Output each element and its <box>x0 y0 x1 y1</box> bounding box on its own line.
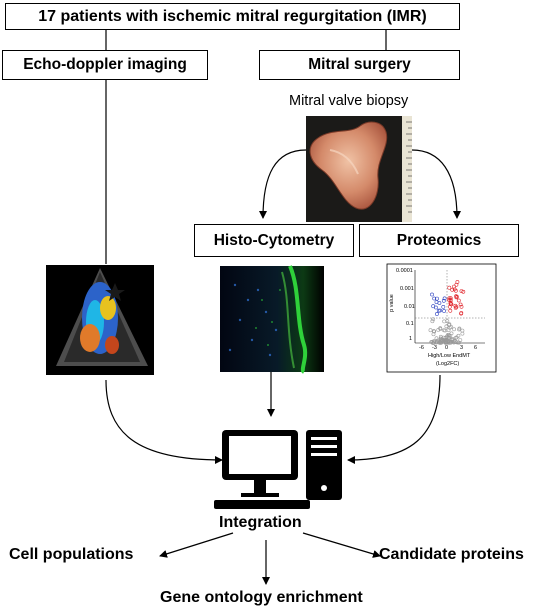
volcano-point <box>441 304 446 309</box>
volcano-point <box>448 308 453 313</box>
volcano-point <box>457 327 462 332</box>
output-candidate-proteins: Candidate proteins <box>379 546 524 563</box>
diagram-title: 17 patients with ischemic mitral regurgi… <box>38 7 427 25</box>
proteomics-label: Proteomics <box>396 231 482 249</box>
volcano-point <box>454 294 459 299</box>
echo-label: Echo-doppler imaging <box>23 56 187 73</box>
volcano-point <box>459 289 464 294</box>
volcano-point <box>432 329 437 334</box>
volcano-point <box>431 317 436 322</box>
volcano-point <box>446 333 451 338</box>
output-gene-ontology: Gene ontology enrichment <box>160 589 363 606</box>
arrow-to-proteins <box>302 532 381 558</box>
volcano-point <box>435 296 439 301</box>
volcano-point <box>452 327 457 332</box>
volcano-point <box>438 326 443 331</box>
volcano-plot <box>386 263 497 373</box>
volcano-point <box>450 337 455 342</box>
volcano-xtick-2: 0 <box>445 345 449 351</box>
volcano-point <box>447 296 452 301</box>
volcano-point <box>449 331 454 336</box>
volcano-point <box>430 319 435 324</box>
volcano-point <box>442 309 447 313</box>
volcano-point <box>456 298 461 303</box>
volcano-point <box>456 333 461 338</box>
volcano-point <box>453 288 458 293</box>
volcano-point <box>434 300 439 305</box>
volcano-point <box>453 305 458 310</box>
volcano-point <box>446 322 451 327</box>
volcano-ytick-1: 0.001 <box>400 286 414 292</box>
volcano-point <box>443 328 448 333</box>
volcano-point <box>461 289 466 294</box>
volcano-xtick-0: -6 <box>419 345 424 351</box>
volcano-point <box>434 312 439 316</box>
valve-photo <box>306 116 412 222</box>
volcano-yaxis-label: p value <box>388 294 395 312</box>
volcano-point <box>443 340 448 345</box>
volcano-ytick-4: 1 <box>409 336 413 342</box>
volcano-xtick-3: 3 <box>460 345 464 351</box>
histo-label: Histo-Cytometry <box>213 231 335 249</box>
volcano-point <box>429 340 434 344</box>
keyboard-icon <box>214 500 310 509</box>
computer-illustration <box>214 430 342 509</box>
volcano-point <box>431 304 436 309</box>
volcano-point <box>445 319 450 324</box>
echo-box: Echo-doppler imaging <box>2 50 208 80</box>
volcano-point <box>453 303 458 308</box>
volcano-point <box>430 292 434 297</box>
volcano-point <box>432 296 437 301</box>
histo-box: Histo-Cytometry <box>194 224 354 257</box>
volcano-point <box>431 332 436 337</box>
arrow-biopsy-histo <box>259 149 307 219</box>
volcano-point <box>454 282 459 287</box>
proteomics-box: Proteomics <box>359 224 519 257</box>
arrow-to-cells <box>159 532 234 558</box>
volcano-point <box>460 331 465 336</box>
computer-tower-icon <box>306 430 342 500</box>
volcano-point <box>434 336 439 341</box>
volcano-point <box>438 337 443 342</box>
computer-monitor-icon <box>222 430 298 497</box>
volcano-point <box>458 302 463 307</box>
volcano-ytick-3: 0.1 <box>406 321 414 327</box>
echo-image <box>46 265 154 375</box>
volcano-point <box>454 294 459 299</box>
biopsy-label: Mitral valve biopsy <box>289 93 409 109</box>
arrow-biopsy-proteomics <box>411 149 461 219</box>
volcano-point <box>442 296 447 301</box>
volcano-xaxis-label-2: (Log2FC) <box>436 361 460 367</box>
connectors <box>105 30 461 585</box>
volcano-point <box>438 308 443 313</box>
volcano-point <box>441 298 446 303</box>
arrow-proteomics-computer <box>347 374 441 464</box>
volcano-point <box>447 297 451 302</box>
volcano-point <box>450 287 455 292</box>
arrow-echo-computer <box>105 379 223 464</box>
volcano-ytick-0: 0.0001 <box>396 268 413 274</box>
volcano-xtick-1: -3 <box>432 345 437 351</box>
volcano-point <box>449 337 454 342</box>
volcano-point <box>454 340 459 345</box>
volcano-point <box>436 308 441 313</box>
surgery-label: Mitral surgery <box>308 56 411 73</box>
volcano-xaxis-label-1: High/Low EndMT <box>428 353 471 359</box>
volcano-ytick-2: 0.01 <box>404 304 415 310</box>
surgery-box: Mitral surgery <box>259 50 460 80</box>
output-cell-populations: Cell populations <box>9 546 134 563</box>
volcano-point <box>454 305 459 309</box>
volcano-point <box>447 285 452 290</box>
volcano-xtick-4: 6 <box>474 345 478 351</box>
integration-label: Integration <box>219 514 302 531</box>
volcano-point <box>459 304 464 309</box>
histo-image <box>220 265 324 374</box>
title-box: 17 patients with ischemic mitral regurgi… <box>5 3 460 30</box>
volcano-point <box>458 338 463 343</box>
volcano-point <box>449 339 454 344</box>
volcano-point <box>459 311 464 315</box>
valve-tissue <box>309 121 388 210</box>
